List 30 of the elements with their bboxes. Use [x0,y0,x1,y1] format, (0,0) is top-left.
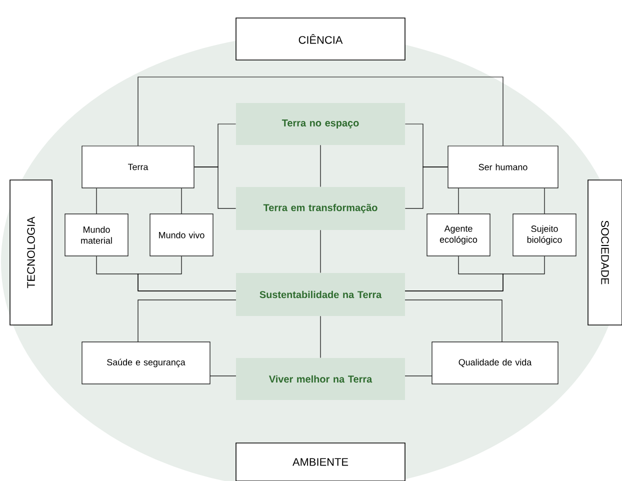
connector-line [96,188,97,214]
domain-box: CIÊNCIA [236,18,406,60]
connector-line [404,300,502,342]
connector-line [320,316,321,358]
connector-line [138,256,236,292]
concept-box: Mundo vivo [150,214,214,256]
connector-line [544,188,545,214]
domain-box: TECNOLOGIA [10,180,52,326]
theme-box: Terra em transformação [236,186,405,230]
connector-line [138,76,504,146]
domain-box: SOCIEDADE [588,180,622,326]
theme-box: Terra no espaço [236,102,405,145]
domain-box: AMBIENTE [236,442,406,481]
theme-box: Sustentabilidade na Terra [236,272,405,316]
connector-line [320,230,321,274]
connector-line [138,300,236,342]
connector-line [181,188,182,214]
concept-box: Qualidade de vida [432,342,558,384]
concept-box: Sujeito biológico [512,214,576,256]
connector-line [404,166,448,209]
concept-box: Ser humano [448,146,558,188]
concept-box: Mundo material [64,214,128,256]
connector-line [320,144,321,188]
connector-line [194,166,236,209]
connector-line [458,188,459,214]
concept-box: Terra [82,146,194,188]
concept-box: Agente ecológico [426,214,490,256]
connector-line [404,256,545,292]
theme-box: Viver melhor na Terra [236,358,405,400]
concept-box: Saúde e segurança [82,342,210,384]
